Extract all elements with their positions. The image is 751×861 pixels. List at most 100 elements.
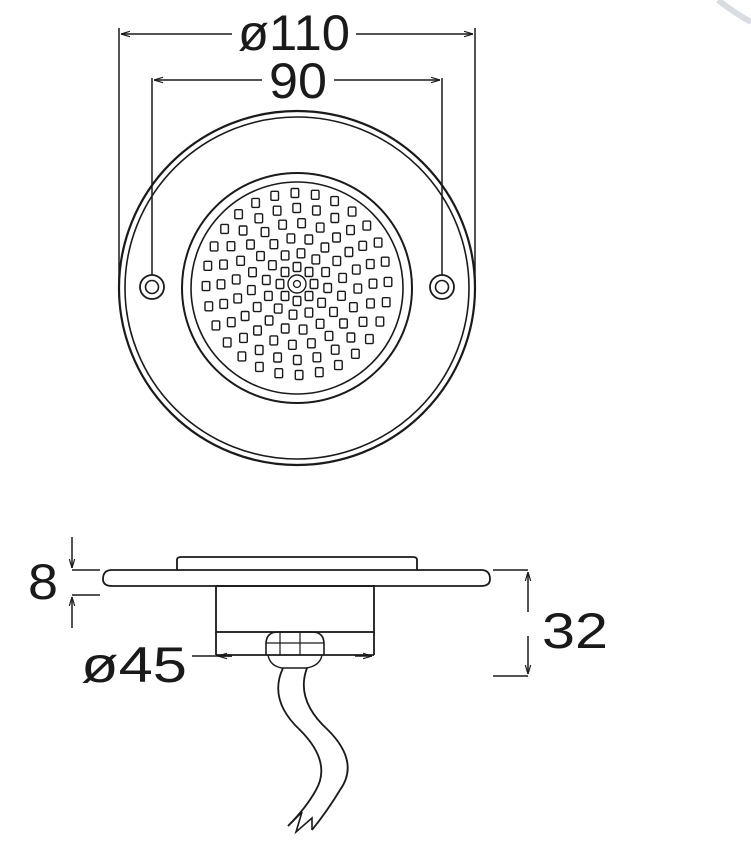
led-cell xyxy=(317,297,327,308)
led-cell xyxy=(330,212,340,224)
lens-outer-ring xyxy=(181,172,413,404)
led-cell xyxy=(375,316,385,327)
led-cell xyxy=(238,225,248,236)
led-cell xyxy=(332,232,342,243)
inner-flange-ring xyxy=(124,116,470,460)
led-cell xyxy=(252,301,262,313)
dim-label-hole-spacing: 90 xyxy=(269,53,327,109)
led-cell xyxy=(290,187,300,199)
led-cell xyxy=(280,323,290,334)
dim-label-outer-diameter: ø110 xyxy=(238,5,350,61)
led-cell xyxy=(264,315,274,326)
led-cell xyxy=(278,219,288,230)
led-cell xyxy=(298,324,308,335)
led-cell xyxy=(220,223,230,235)
led-cell xyxy=(304,307,314,318)
led-cell xyxy=(330,195,340,207)
led-cell xyxy=(280,266,290,278)
led-cell xyxy=(288,309,298,320)
led-cell xyxy=(338,272,348,284)
led-cell xyxy=(304,234,314,245)
led-cell xyxy=(261,274,271,286)
led-cell xyxy=(254,213,264,224)
led-cell xyxy=(204,301,214,312)
led-cell xyxy=(323,282,333,294)
led-cell xyxy=(306,338,316,349)
led-cell xyxy=(274,368,284,379)
led-cell xyxy=(260,226,270,238)
led-cell xyxy=(269,335,279,346)
led-cell xyxy=(252,325,262,336)
led-cell xyxy=(222,337,232,348)
led-cell xyxy=(238,332,248,344)
lens-cap xyxy=(176,556,418,570)
led-cell xyxy=(273,352,283,363)
led-cell xyxy=(211,320,221,331)
mounting-hole-right-outer xyxy=(429,274,455,300)
led-cell xyxy=(237,351,247,362)
led-cell xyxy=(350,348,360,359)
led-cell xyxy=(362,220,372,231)
led-cell xyxy=(315,318,325,329)
led-cell xyxy=(240,310,250,322)
led-cell xyxy=(373,237,383,248)
led-cell xyxy=(267,260,277,271)
led-cell xyxy=(287,339,297,350)
led-cell xyxy=(348,302,358,313)
led-cell xyxy=(294,369,304,381)
led-cell xyxy=(344,246,354,258)
led-cell xyxy=(254,344,264,356)
led-cell xyxy=(201,280,211,292)
led-cell xyxy=(347,206,357,217)
led-cell xyxy=(280,290,290,302)
led-cell xyxy=(245,239,255,250)
led-cell xyxy=(219,298,229,310)
mounting-hole-left-outer xyxy=(139,274,165,300)
lens-center-inner xyxy=(292,279,302,289)
led-cell xyxy=(216,279,226,290)
lens-center-outer xyxy=(287,274,307,294)
led-cell xyxy=(353,283,363,294)
led-cell xyxy=(234,208,244,220)
led-cell xyxy=(330,344,340,355)
led-cell xyxy=(312,352,322,363)
led-cell xyxy=(233,293,243,304)
led-cell xyxy=(270,190,280,202)
housing-body xyxy=(215,585,375,633)
led-cell xyxy=(365,258,375,270)
led-cell xyxy=(203,260,213,271)
led-cell xyxy=(304,290,314,302)
led-cell xyxy=(346,224,356,236)
led-cell xyxy=(383,276,393,288)
led-cell xyxy=(366,298,376,309)
led-cell xyxy=(247,267,257,278)
led-cell xyxy=(263,290,273,302)
cable xyxy=(277,667,323,827)
led-cell xyxy=(311,254,321,265)
led-cell xyxy=(251,197,261,209)
led-cell xyxy=(275,278,285,290)
led-cell xyxy=(236,255,246,266)
led-cell xyxy=(310,189,320,201)
led-cell xyxy=(218,259,228,270)
led-cell xyxy=(304,266,314,278)
led-cell xyxy=(273,303,283,314)
led-cell xyxy=(337,290,347,301)
mounting-hole-right-inner xyxy=(434,279,450,295)
dim-label-flange-thickness: 8 xyxy=(28,554,58,610)
led-cell xyxy=(368,278,378,289)
led-cell xyxy=(292,202,302,214)
cable-2 xyxy=(302,667,349,831)
dim-label-total-height: 32 xyxy=(542,603,608,659)
mounting-hole-left-inner xyxy=(144,279,160,295)
led-cell xyxy=(311,205,321,216)
led-cell xyxy=(314,367,324,378)
led-cell xyxy=(332,255,342,267)
led-cell xyxy=(346,332,356,343)
led-cell xyxy=(309,278,319,290)
led-cell xyxy=(381,297,391,308)
lens-inner-ring xyxy=(190,181,404,395)
led-cell xyxy=(333,359,343,371)
led-cell xyxy=(315,222,325,233)
